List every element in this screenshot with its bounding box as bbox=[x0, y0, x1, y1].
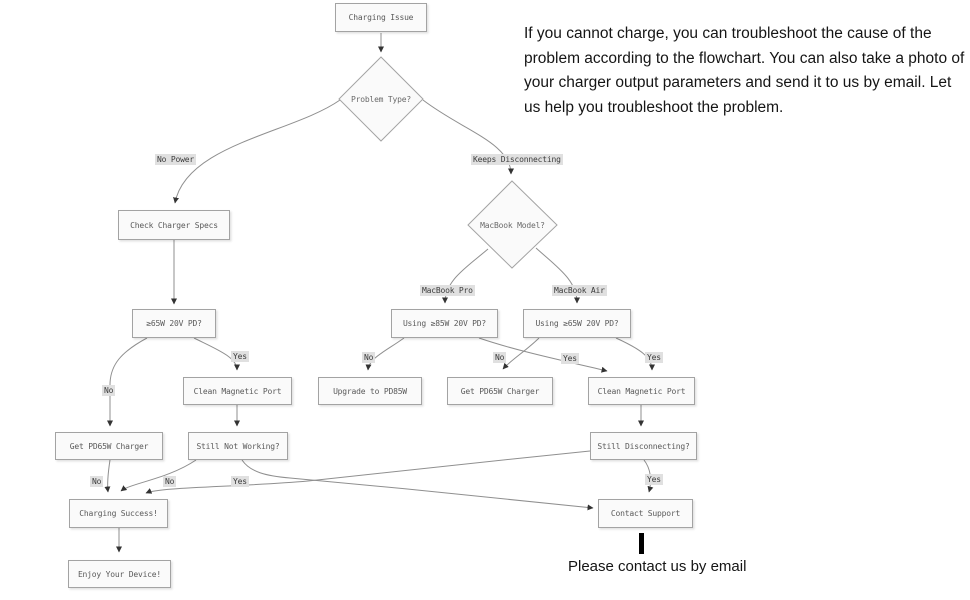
edge-macbook-model-to-using-65w bbox=[535, 247, 580, 304]
intro-paragraph: If you cannot charge, you can troublesho… bbox=[524, 25, 965, 116]
edge-label-65w-no: No bbox=[493, 352, 507, 363]
edge-label-macbook-air: MacBook Air bbox=[552, 285, 607, 296]
edge-85w-no-to-upgrade-pd85w bbox=[365, 337, 405, 371]
node-macbook-model-label: MacBook Model? bbox=[480, 220, 545, 230]
edge-label-no-power: No Power bbox=[155, 154, 196, 165]
edge-pd65-no-to-get-pd65w-left bbox=[107, 337, 148, 427]
node-pd65-question: ≥65W 20V PD? bbox=[132, 309, 216, 338]
problem-type-diamond bbox=[338, 56, 424, 142]
edge-macbook-model-to-using-85w bbox=[442, 248, 489, 304]
edge-label-get-pd65w-no: No bbox=[90, 476, 104, 487]
macbook-model-diamond bbox=[467, 180, 558, 269]
edge-85w-yes-to-clean-port-right bbox=[478, 337, 608, 373]
edge-label-65w-yes: Yes bbox=[645, 352, 663, 363]
node-charging-issue: Charging Issue bbox=[335, 3, 427, 32]
edge-label-pd65-no: No bbox=[102, 385, 116, 396]
edge-65w-no-to-get-pd65w-mid bbox=[502, 337, 540, 370]
node-contact-support: Contact Support bbox=[598, 499, 693, 528]
edge-label-still-not-working-yes: Yes bbox=[231, 476, 249, 487]
edge-label-pd65-yes: Yes bbox=[231, 351, 249, 362]
node-clean-magnetic-port-right: Clean Magnetic Port bbox=[588, 377, 695, 405]
node-using-85w: Using ≥85W 20V PD? bbox=[391, 309, 498, 338]
node-enjoy-device: Enjoy Your Device! bbox=[68, 560, 171, 588]
node-clean-magnetic-port-left: Clean Magnetic Port bbox=[183, 377, 292, 405]
node-charging-success: Charging Success! bbox=[69, 499, 168, 528]
node-upgrade-pd85w: Upgrade to PD85W bbox=[318, 377, 422, 405]
node-problem-type-label: Problem Type? bbox=[350, 94, 411, 104]
edge-still-not-working-no-to-charging-success bbox=[120, 459, 197, 492]
edge-pd65-yes-to-clean-port-left bbox=[193, 337, 240, 371]
edge-label-still-not-working-no: No bbox=[163, 476, 177, 487]
node-get-pd65w-mid: Get PD65W Charger bbox=[447, 377, 553, 405]
edge-problem-type-to-check-charger-specs bbox=[173, 99, 341, 204]
edge-still-not-working-yes-to-contact-support bbox=[241, 459, 594, 511]
edge-still-disconnecting-to-charging-success bbox=[145, 450, 591, 494]
node-check-charger-specs: Check Charger Specs bbox=[118, 210, 230, 240]
node-get-pd65w-left: Get PD65W Charger bbox=[55, 432, 163, 460]
edge-65w-yes-to-clean-port-right bbox=[615, 337, 655, 371]
edge-label-keeps-disconnecting: Keeps Disconnecting bbox=[471, 154, 563, 165]
contact-support-bar bbox=[639, 533, 644, 554]
node-still-not-working: Still Not Working? bbox=[188, 432, 288, 460]
edge-label-85w-no: No bbox=[362, 352, 376, 363]
edge-label-85w-yes: Yes bbox=[561, 353, 579, 364]
edge-label-macbook-pro: MacBook Pro bbox=[420, 285, 475, 296]
contact-note: Please contact us by email bbox=[568, 558, 747, 575]
edge-label-still-disconnecting-yes: Yes bbox=[645, 474, 663, 485]
node-still-disconnecting: Still Disconnecting? bbox=[590, 432, 697, 460]
edge-get-pd65w-left-to-charging-success bbox=[104, 459, 111, 493]
node-using-65w: Using ≥65W 20V PD? bbox=[523, 309, 631, 338]
